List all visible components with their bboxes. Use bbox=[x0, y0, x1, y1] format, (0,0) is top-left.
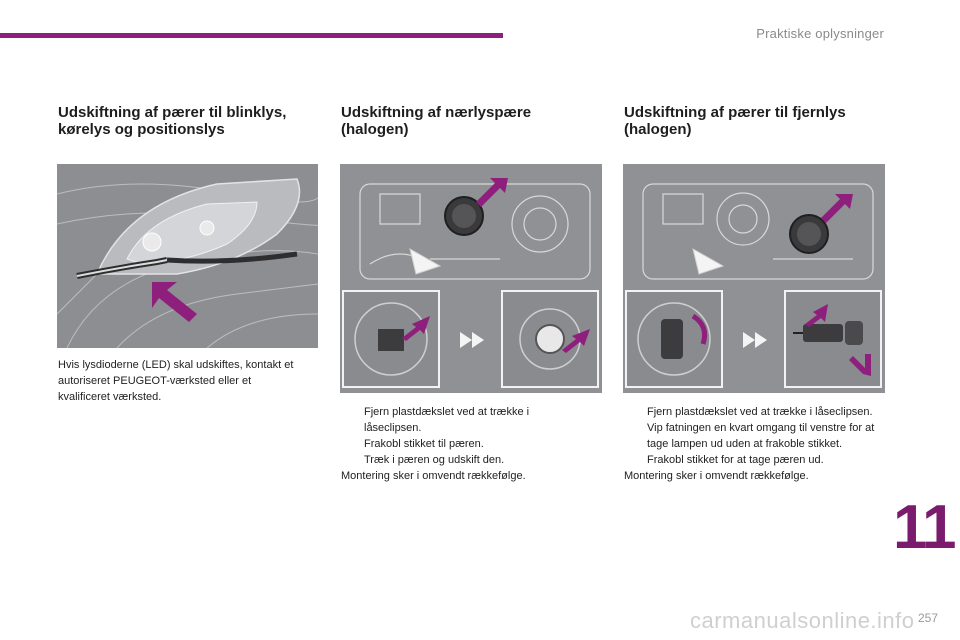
section-label: Praktiske oplysninger bbox=[756, 26, 884, 41]
title-blinklys: Udskiftning af pærer til blinklys, kørel… bbox=[58, 104, 287, 138]
page-number: 257 bbox=[917, 611, 938, 625]
figure-high-beam bbox=[623, 164, 885, 393]
list-item: Træk i pæren og udskift den. bbox=[364, 454, 505, 466]
title-fjernlys: Udskiftning af pærer til fjernlys (halog… bbox=[624, 104, 846, 138]
figure-headlamp-led bbox=[57, 164, 318, 348]
accent-bar bbox=[0, 33, 503, 38]
footer-note: Montering sker i omvendt rækkefølge. bbox=[624, 470, 809, 482]
list-item: Vip fatningen en kvart omgang til venstr… bbox=[647, 422, 875, 450]
led-paragraph: Hvis lysdioderne (LED) skal udskiftes, k… bbox=[58, 359, 294, 403]
watermark: carmanualsonline.info bbox=[690, 608, 915, 633]
list-item: Frakobl stikket for at tage pæren ud. bbox=[647, 454, 824, 466]
naerlys-steps: Fjern plastdækslet ved at trække i låsec… bbox=[341, 404, 573, 468]
title-naerlys: Udskiftning af nærlyspære (halogen) bbox=[341, 104, 532, 138]
list-item: Frakobl stikket til pæren. bbox=[364, 438, 484, 450]
fjernlys-instructions: Fjern plastdækslet ved at trække i låsec… bbox=[624, 404, 876, 484]
figure-low-beam bbox=[340, 164, 602, 393]
fjernlys-steps: Fjern plastdækslet ved at trække i låsec… bbox=[624, 404, 876, 468]
naerlys-instructions: Fjern plastdækslet ved at trække i låsec… bbox=[341, 404, 573, 484]
list-item: Fjern plastdækslet ved at trække i låsec… bbox=[647, 406, 873, 418]
list-item: Fjern plastdækslet ved at trække i låsec… bbox=[364, 406, 530, 434]
footer-note: Montering sker i omvendt rækkefølge. bbox=[341, 470, 526, 482]
chapter-number: 11 bbox=[893, 493, 957, 562]
